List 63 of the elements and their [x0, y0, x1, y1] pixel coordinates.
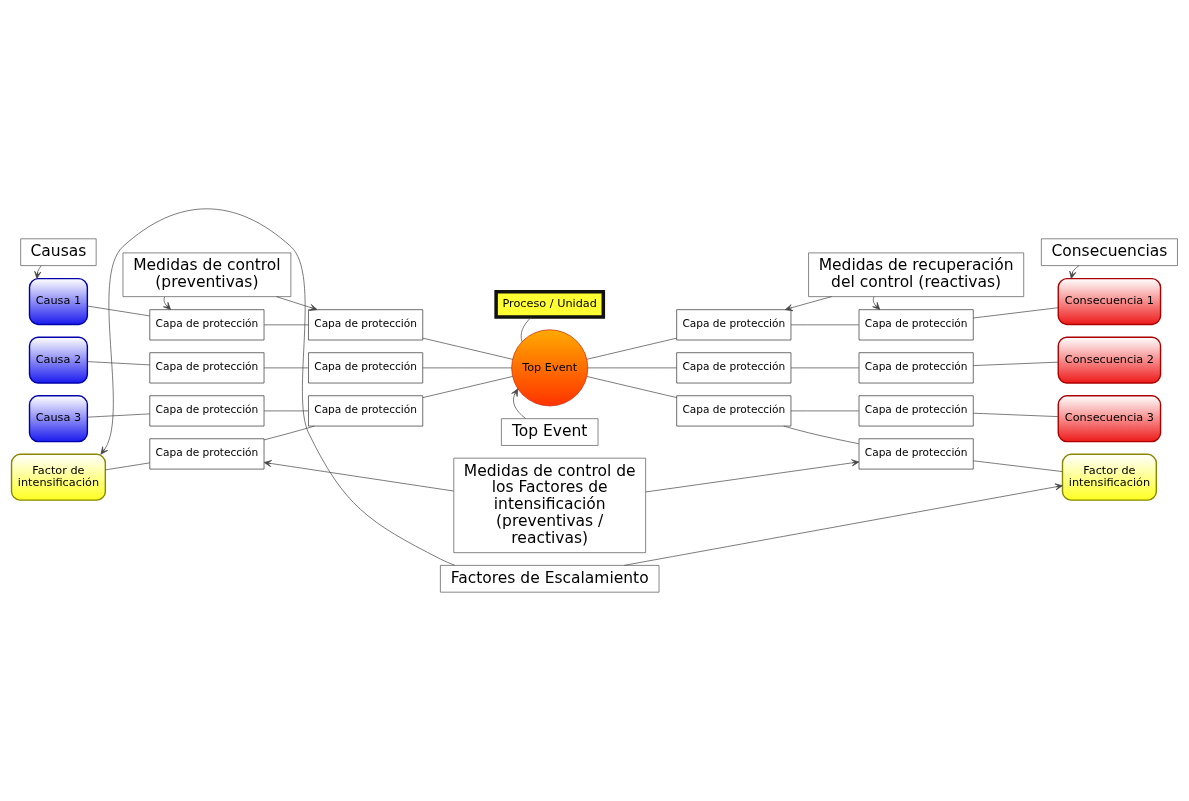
connector — [105, 462, 150, 471]
connector — [263, 410, 309, 412]
node-box: Causa 2 — [28, 336, 89, 384]
connector — [973, 460, 1063, 472]
node-box: Capa de protección — [308, 309, 424, 341]
node-box: Capa de protección — [149, 352, 265, 384]
arrow — [34, 265, 42, 279]
connector — [263, 324, 309, 326]
arrow — [100, 208, 456, 566]
node-box: Capa de protección — [149, 309, 265, 341]
connector — [87, 361, 150, 366]
node-box: Factores de Escalamiento — [440, 565, 660, 593]
node-box: Causa 3 — [28, 395, 89, 443]
node-box: Capa de protección — [308, 352, 424, 384]
node-box: Medidas de recuperación del control (reactivas) — [808, 252, 1025, 297]
node-box: Capa de protección — [149, 438, 265, 470]
node-box: Capa de protección — [858, 438, 974, 470]
node-box: Top Event — [501, 418, 599, 446]
connector — [520, 316, 532, 342]
node-box: Capa de protección — [676, 309, 792, 341]
connector — [422, 376, 513, 398]
node-box: Proceso / Unidad — [494, 289, 606, 319]
connector — [422, 367, 512, 369]
arrow — [645, 459, 860, 493]
connector — [783, 425, 860, 445]
connector — [790, 410, 860, 412]
connector — [973, 307, 1059, 319]
node-box: Medidas de control (preventivas) — [122, 252, 292, 297]
connector — [586, 376, 678, 398]
node-box: Capa de protección — [676, 352, 792, 384]
node-box: Medidas de control de los Factores de intensificación (preventivas / reactivas) — [453, 457, 646, 554]
connector — [587, 367, 677, 369]
node-box: Capa de protección — [308, 395, 424, 427]
node-box: Capa de protección — [858, 352, 974, 384]
node-box: Consecuencia 2 — [1057, 336, 1162, 384]
connector — [973, 412, 1059, 417]
connector — [87, 305, 150, 317]
node-box: Factor de intensificación — [1061, 453, 1157, 501]
node-box: Consecuencia 1 — [1057, 277, 1162, 326]
node-box: Consecuencia 3 — [1057, 395, 1162, 443]
connector — [790, 324, 860, 326]
node-box: Capa de protección — [858, 395, 974, 427]
connector — [263, 425, 315, 441]
arrow — [784, 296, 832, 312]
node-box: Causas — [20, 238, 97, 266]
node-box: Capa de protección — [149, 395, 265, 427]
node-box: Causa 1 — [28, 277, 89, 326]
node-box: Capa de protección — [858, 309, 974, 341]
connector — [586, 337, 678, 360]
node-box: Consecuencias — [1041, 238, 1178, 266]
connector — [790, 367, 860, 369]
connector — [263, 367, 309, 369]
connector — [973, 361, 1059, 366]
node-box: Capa de protección — [676, 395, 792, 427]
connector — [87, 413, 150, 418]
node-box: Factor de intensificación — [10, 453, 107, 501]
arrow — [511, 388, 526, 419]
arrow — [1069, 265, 1080, 279]
arrow — [163, 296, 171, 310]
arrow — [872, 296, 881, 310]
arrow — [263, 460, 454, 492]
arrow — [276, 296, 318, 311]
connector — [422, 337, 513, 360]
